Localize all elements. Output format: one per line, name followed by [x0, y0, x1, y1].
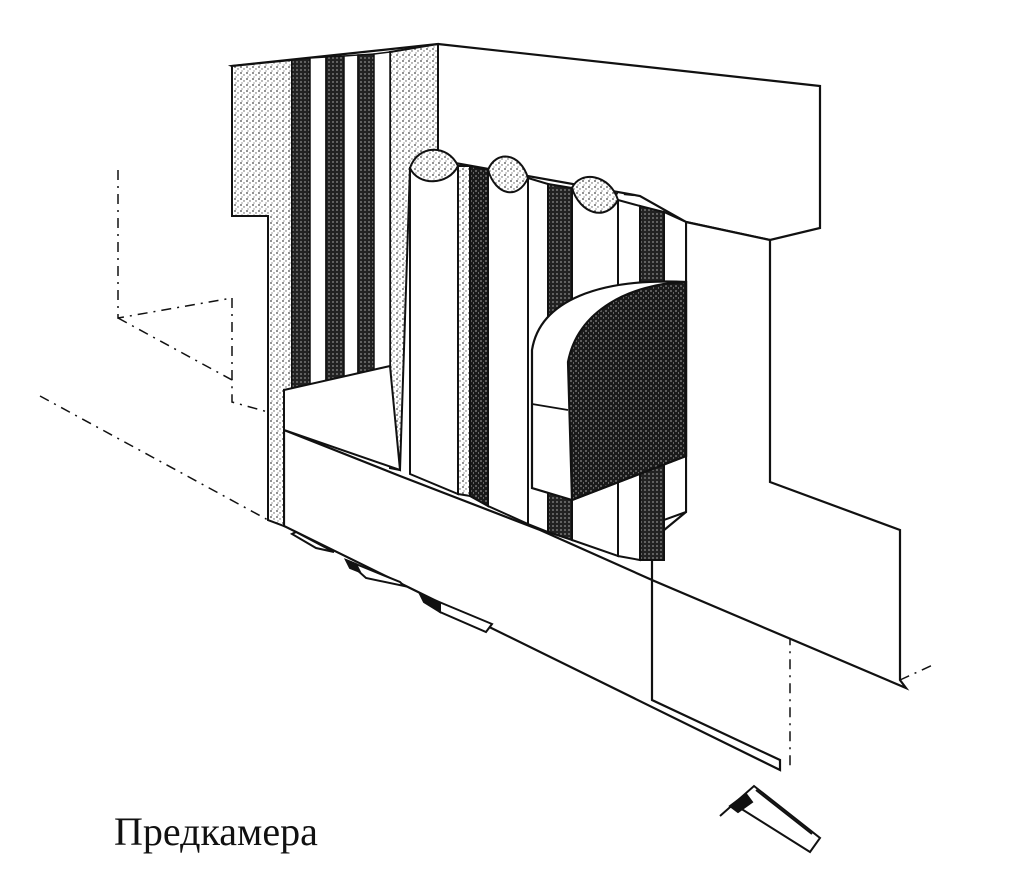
bottom-right-step: [719, 784, 822, 854]
diagram-caption: Предкамера: [114, 809, 318, 854]
prechamber-block: [530, 280, 688, 502]
phantom-outline-left: [39, 170, 269, 521]
stippled-refractory-wall: [231, 58, 293, 528]
floor-slots: [289, 530, 494, 634]
inner-cavity: [283, 364, 402, 472]
flue-channels: [291, 51, 391, 391]
